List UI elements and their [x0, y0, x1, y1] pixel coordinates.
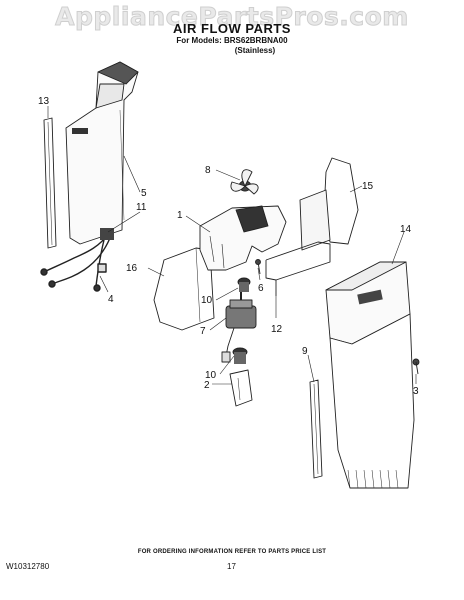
callout-12: 12: [271, 324, 283, 335]
callout-11: 11: [136, 202, 147, 213]
part-13-gasket-strip: [43, 117, 57, 249]
document-number: W10312780: [6, 562, 50, 571]
callout-labels: 13 5 11 4 16 1 8 15 14 6 10 7 12 9 10 2 …: [38, 96, 419, 397]
part-10-upper-grommet: [237, 277, 251, 292]
page-title: AIR FLOW PARTS: [173, 21, 291, 36]
callout-7: 7: [200, 326, 206, 337]
callout-1: 1: [177, 210, 183, 221]
part-16-left-duct: [153, 247, 215, 331]
part-15-upper-duct: [299, 157, 359, 251]
model-line: For Models: BRS62BRBNA00: [176, 36, 288, 45]
part-6-screw: [255, 259, 261, 275]
callout-10-upper: 10: [201, 295, 213, 306]
part-10-lower-grommet: [232, 347, 248, 364]
part-1-fan-housing: [199, 205, 287, 271]
site-watermark: AppliancePartsPros.com: [55, 2, 409, 32]
part-3-screw: [412, 358, 420, 375]
callout-6: 6: [258, 283, 264, 294]
page-number: 17: [227, 562, 236, 571]
part-11-wire-harness: [40, 228, 114, 292]
callout-13: 13: [38, 96, 50, 107]
callout-8: 8: [205, 165, 211, 176]
callout-5: 5: [141, 188, 147, 199]
callout-2: 2: [204, 380, 210, 391]
part-12-bracket: [265, 241, 331, 296]
callout-15: 15: [362, 181, 374, 192]
callout-10-lower: 10: [205, 370, 217, 381]
callout-16: 16: [126, 263, 138, 274]
part-9-gasket-strip: [309, 379, 323, 479]
callout-3: 3: [413, 386, 419, 397]
callout-4: 4: [108, 294, 114, 305]
callout-14: 14: [400, 224, 412, 235]
leader-lines: [47, 106, 417, 385]
part-8-fan-blade: [230, 169, 259, 195]
part-14-evaporator-cover: [325, 261, 415, 489]
callout-9: 9: [302, 346, 308, 357]
part-5-duct-cover: [65, 61, 139, 245]
part-7-fan-motor: [221, 292, 257, 363]
part-2-motor-bracket: [229, 369, 253, 407]
finish-line: (Stainless): [234, 46, 276, 55]
ordering-note: FOR ORDERING INFORMATION REFER TO PARTS …: [137, 549, 327, 555]
